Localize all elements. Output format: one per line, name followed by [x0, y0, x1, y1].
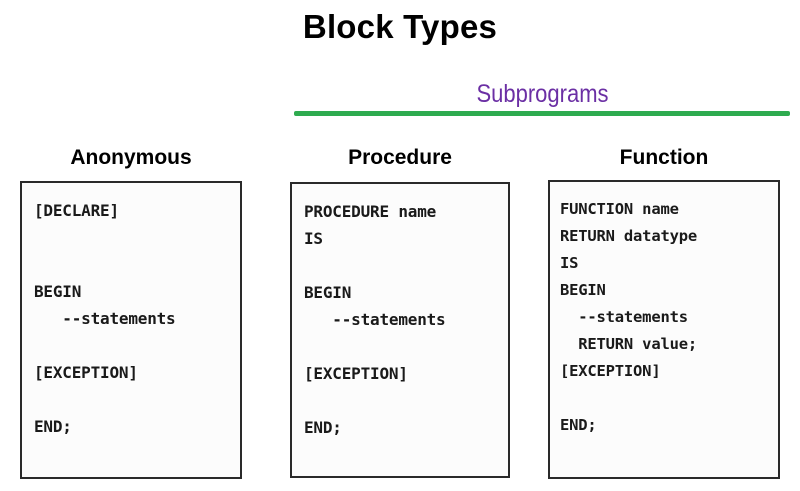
code-block-procedure: PROCEDURE name IS BEGIN --statements [EX… [290, 182, 510, 478]
code-block-function: FUNCTION name RETURN datatype IS BEGIN -… [548, 180, 780, 479]
column-heading-procedure: Procedure [348, 146, 452, 169]
code-block-anonymous: [DECLARE] BEGIN --statements [EXCEPTION]… [20, 181, 242, 479]
subprograms-group-rule [294, 111, 790, 116]
column-heading-function: Function [619, 146, 709, 169]
column-heading-anonymous: Anonymous [70, 146, 192, 169]
code-text-procedure: PROCEDURE name IS BEGIN --statements [EX… [304, 202, 446, 437]
code-text-function: FUNCTION name RETURN datatype IS BEGIN -… [560, 200, 697, 434]
page-title: Block Types [302, 8, 498, 45]
subprograms-group-label: Subprograms [476, 80, 609, 108]
code-text-anonymous: [DECLARE] BEGIN --statements [EXCEPTION]… [34, 201, 176, 436]
